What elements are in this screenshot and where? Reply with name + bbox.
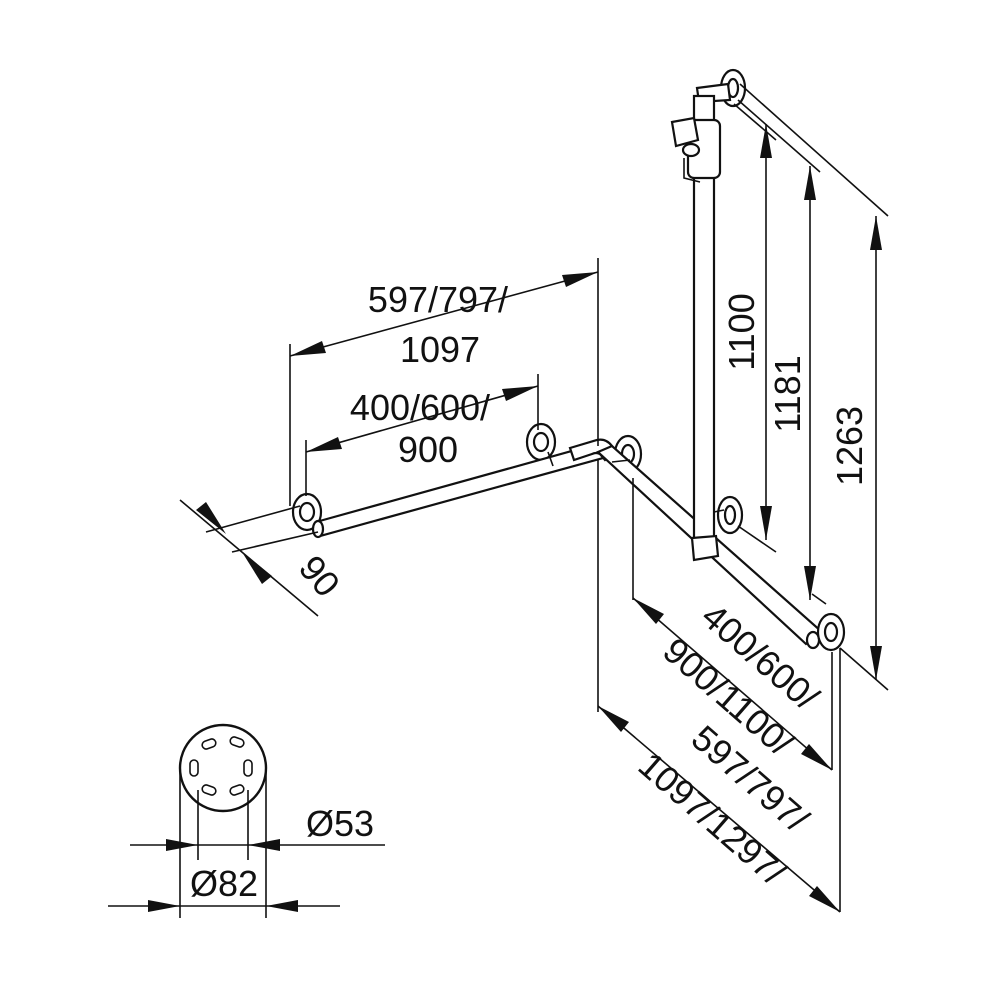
horizontal-tube — [314, 442, 605, 538]
arrow-1263-bottom — [870, 646, 882, 680]
holder-clip — [683, 158, 701, 183]
arrow-left-outer — [290, 341, 326, 356]
screw-slot-2 — [229, 736, 245, 748]
ext-line-depth-2 — [231, 531, 319, 553]
left-end-flange-inner — [298, 501, 316, 523]
arrow-diag-outer-right — [809, 886, 840, 912]
corner-support-stub — [611, 459, 631, 463]
screw-slot-1 — [201, 738, 217, 750]
arrow-53-left — [166, 839, 198, 851]
arrow-1100-top — [760, 124, 772, 158]
ext-line-1263-bottom — [839, 647, 889, 691]
label-horizontal-inner-1: 400/600/ — [350, 387, 490, 428]
label-diameter-53: Ø53 — [306, 803, 374, 844]
lower-support-stub — [713, 509, 725, 513]
arrow-diag-inner-right — [801, 744, 832, 770]
dim-vertical-1100: 1100 — [721, 103, 777, 553]
ext-line-1181-bottom — [811, 593, 827, 605]
flange-detail: Ø53 Ø82 — [108, 723, 385, 918]
dim-line-diagonal-inner — [632, 597, 833, 771]
horizontal-tube-end — [311, 519, 325, 539]
arrow-1263-top — [870, 216, 882, 250]
label-horizontal-inner-2: 900 — [398, 429, 458, 470]
dim-horizontal-outer: 597/797/ 1097 — [289, 258, 599, 506]
dim-depth: 90 — [179, 499, 348, 617]
label-1263: 1263 — [829, 406, 870, 486]
holder-cradle — [670, 116, 700, 148]
right-end-flange-inner — [823, 621, 839, 643]
arrow-1181-bottom — [804, 566, 816, 600]
arrow-53-right — [248, 839, 280, 851]
holder-knob — [681, 142, 701, 158]
label-1100: 1100 — [721, 293, 762, 370]
dim-vertical-1181: 1181 — [737, 99, 827, 605]
screw-slot-4 — [243, 759, 253, 777]
dim-line-horizontal-outer — [289, 271, 599, 357]
screw-slot-6 — [229, 784, 245, 796]
vertical-bar — [670, 68, 747, 562]
label-depth: 90 — [291, 547, 348, 604]
arrow-1181-top — [804, 166, 816, 200]
screw-slot-5 — [201, 784, 217, 796]
arrow-diag-outer-left — [598, 706, 629, 732]
ext-line-1181-top — [737, 99, 821, 173]
arrow-82-left — [148, 900, 180, 912]
arrow-right-inner — [502, 386, 538, 401]
middle-flange-inner — [532, 431, 550, 453]
screw-slot-3 — [189, 759, 199, 777]
t-junction — [690, 534, 720, 562]
dim-line-horizontal-inner — [305, 385, 539, 453]
label-1181: 1181 — [767, 355, 808, 432]
dim-horizontal-inner: 400/600/ 900 — [305, 374, 539, 496]
arrow-1100-bottom — [760, 506, 772, 540]
label-horizontal-outer-2: 1097 — [400, 329, 480, 370]
flange-outer-circle — [178, 723, 268, 813]
lower-flange-inner — [723, 504, 737, 526]
arrow-depth-2 — [242, 552, 272, 584]
arrow-82-right — [266, 900, 298, 912]
ext-line-1263-top — [739, 83, 889, 217]
label-horizontal-outer-1: 597/797/ — [368, 279, 508, 320]
arrow-right-outer — [562, 272, 598, 287]
shower-holder — [670, 116, 722, 183]
ext-line-1100-top — [733, 103, 777, 141]
label-diameter-82: Ø82 — [190, 863, 258, 904]
arrow-diag-inner-left — [633, 598, 664, 624]
dim-line-diagonal-outer — [597, 705, 841, 913]
ext-line-1100-bottom — [737, 525, 777, 553]
middle-support-stub — [547, 451, 554, 467]
arrow-depth-1 — [196, 502, 226, 534]
dim-vertical-1263: 1263 — [739, 83, 889, 691]
arrow-left-inner — [306, 437, 342, 452]
